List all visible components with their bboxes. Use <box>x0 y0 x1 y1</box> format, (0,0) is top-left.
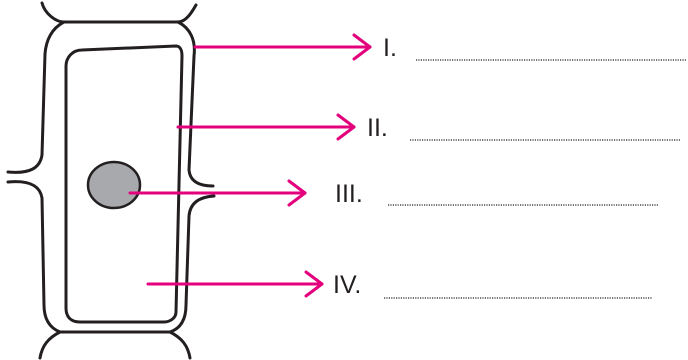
pointer-arrow-i <box>193 33 372 61</box>
label-iii: III. <box>335 180 363 208</box>
pointer-arrow-iv <box>146 270 324 298</box>
label-iv: IV. <box>333 271 361 299</box>
cell-membrane <box>64 44 184 324</box>
nucleus <box>86 160 142 210</box>
pointer-arrow-ii <box>176 113 356 141</box>
label-ii: II. <box>367 114 388 142</box>
label-i: I. <box>383 34 397 62</box>
pointer-arrow-iii <box>128 179 307 207</box>
cell-wall <box>6 1 216 360</box>
